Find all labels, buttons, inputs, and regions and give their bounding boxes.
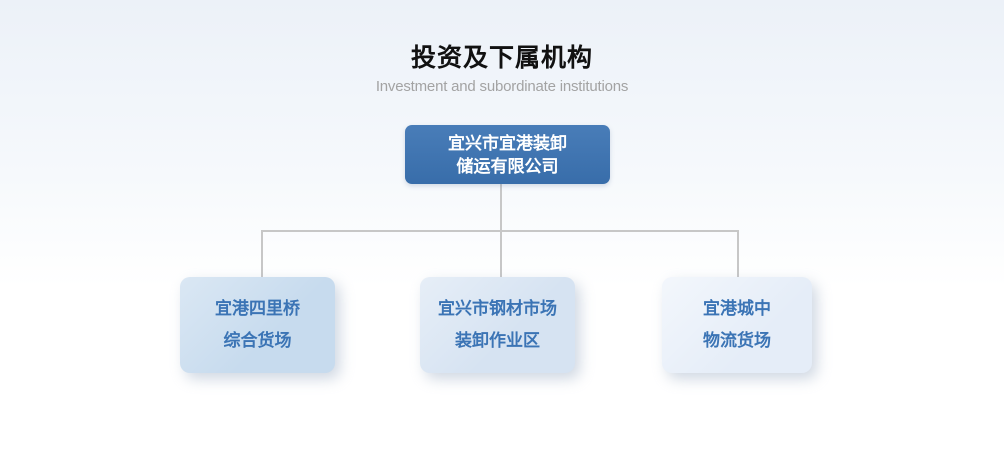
- connector-drop-right: [737, 230, 739, 278]
- org-node-root-label-line1: 宜兴市宜港装卸: [448, 133, 567, 153]
- page-subtitle: Investment and subordinate institutions: [375, 78, 629, 95]
- org-node-root-label-line2: 储运有限公司: [456, 156, 559, 176]
- org-node-root: 宜兴市宜港装卸 储运有限公司: [405, 125, 610, 184]
- connector-drop-left: [261, 230, 263, 278]
- org-node-label-line1: 宜港城中: [703, 299, 771, 318]
- connector-root-stem: [500, 183, 502, 231]
- org-node-child-chengzhong: 宜港城中 物流货场: [662, 277, 812, 373]
- org-node-label-line2: 综合货场: [223, 331, 292, 350]
- org-node-label-line1: 宜兴市钢材市场: [438, 299, 557, 318]
- org-node-label-line1: 宜港四里桥: [215, 299, 300, 318]
- org-node-child-siliqiao: 宜港四里桥 综合货场: [180, 277, 335, 373]
- org-node-child-steel-market: 宜兴市钢材市场 装卸作业区: [420, 277, 575, 373]
- org-node-label-line2: 装卸作业区: [455, 331, 540, 350]
- org-node-label-line2: 物流货场: [703, 331, 771, 350]
- page-title: 投资及下属机构: [410, 44, 593, 72]
- connector-drop-center: [500, 230, 502, 278]
